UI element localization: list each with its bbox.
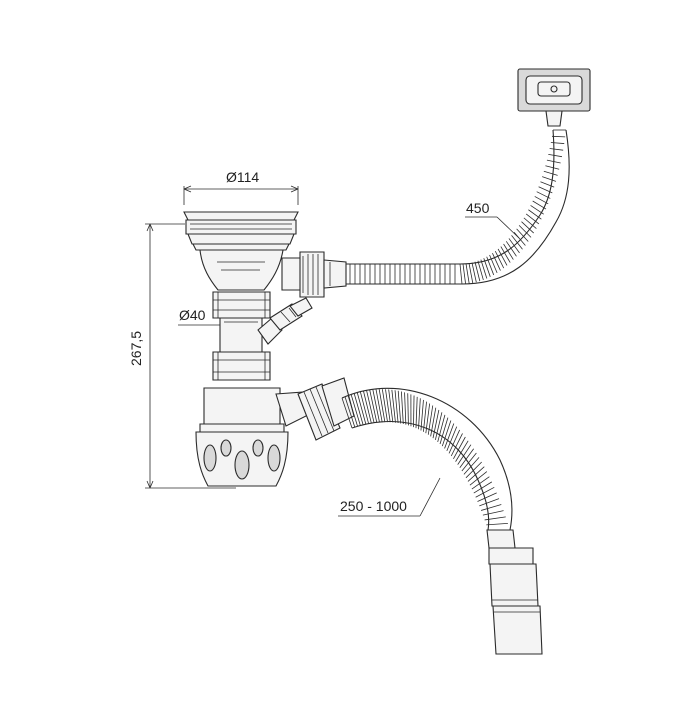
hose-rib	[463, 264, 466, 284]
hose-rib	[408, 393, 409, 425]
hose-rib	[466, 264, 469, 284]
hose-rib	[382, 389, 387, 422]
lower-nut	[213, 352, 270, 380]
hose-rib	[483, 511, 504, 515]
leader-drain-length: 250 - 1000	[338, 478, 440, 516]
strainer-bowl	[184, 212, 298, 290]
hose-rib	[418, 398, 420, 429]
side-outlet-label: Ø40	[179, 307, 206, 323]
hose-rib	[398, 391, 400, 424]
hose-rib	[542, 177, 556, 182]
upper-nut	[213, 292, 270, 318]
hose-rib	[544, 171, 558, 175]
hose-rib	[421, 400, 424, 431]
hose-rib	[537, 192, 551, 199]
hose-rib	[395, 390, 398, 423]
hose-rib	[550, 149, 564, 151]
hose-rib	[413, 396, 414, 428]
hose-rib	[545, 166, 559, 169]
hose-rib	[535, 196, 548, 203]
hose-rib	[470, 472, 487, 486]
hose-rib	[517, 229, 529, 242]
trap-outlet	[276, 378, 354, 440]
hose-rib	[373, 390, 380, 423]
overflow-hose	[346, 130, 569, 284]
hose-rib	[552, 136, 565, 137]
hose-rib	[506, 241, 516, 256]
hose-rib	[476, 487, 495, 497]
hose-rib	[551, 142, 564, 143]
hose-rib	[512, 235, 523, 249]
hose-rib	[416, 397, 417, 428]
hose-rib	[468, 467, 484, 482]
overflow-head	[518, 69, 590, 126]
top-diameter-label: Ø114	[226, 169, 259, 185]
drain-tailpiece	[487, 530, 542, 654]
overflow-hose-ribs	[350, 130, 566, 284]
middle-tee	[220, 318, 262, 352]
hose-rib	[401, 392, 403, 425]
hose-rib	[379, 389, 385, 422]
hose-rib	[376, 389, 382, 422]
hose-rib	[481, 505, 501, 511]
hose-rib	[509, 238, 520, 252]
hose-rib	[548, 154, 562, 156]
hose-rib	[484, 258, 491, 277]
drain-length-label: 250 - 1000	[340, 498, 407, 514]
hose-rib	[469, 263, 473, 283]
hose-rib	[485, 517, 506, 520]
hose-rib	[460, 264, 462, 284]
bottle-trap	[196, 388, 288, 486]
hose-rib	[486, 523, 508, 525]
dimension-top-diameter: Ø114	[184, 169, 298, 205]
leader-overflow-length: 450	[465, 200, 519, 238]
overflow-length-label: 450	[466, 200, 490, 216]
height-label: 267,5	[128, 331, 144, 366]
hose-rib	[405, 392, 406, 424]
overflow-connector	[282, 252, 346, 297]
